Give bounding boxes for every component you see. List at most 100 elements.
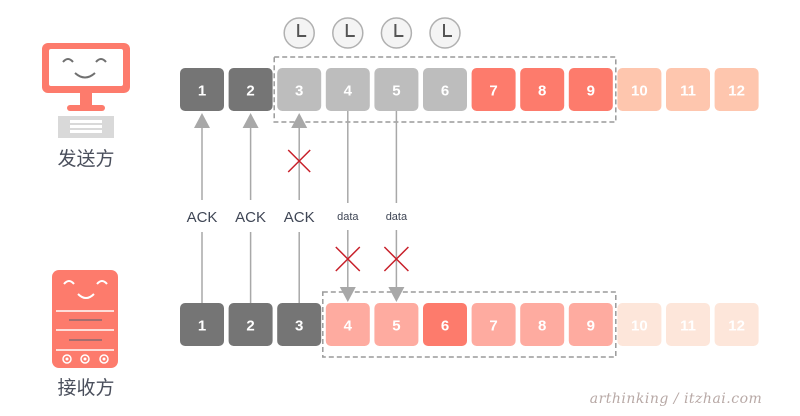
- clock-hands: [345, 24, 355, 37]
- monitor-smiley-icon: [42, 43, 130, 138]
- sender-packet-number: 4: [344, 83, 353, 100]
- sender-packet-box: [423, 68, 467, 111]
- sender-packet-box: [277, 68, 322, 111]
- watermark: arthinking / itzhai.com: [590, 391, 763, 407]
- receiver-label: 接收方: [57, 377, 114, 399]
- arrow-up-icon: [194, 113, 210, 128]
- sender-packet-9: 9: [568, 68, 613, 111]
- message-data-4: data: [335, 111, 361, 302]
- clock-icon: [429, 17, 461, 49]
- sender-packet-number: 1: [198, 83, 206, 100]
- receiver-packet-number: 10: [631, 318, 648, 335]
- sender-packet-number: 3: [295, 83, 303, 100]
- receiver-packet-box: [277, 303, 322, 346]
- message-ack-3: ACK: [284, 113, 315, 303]
- receiver-packet-8: 8: [520, 303, 565, 346]
- sender-packet-5: 5: [374, 68, 419, 111]
- clock-hands: [297, 24, 307, 37]
- receiver-packet-box: [568, 303, 613, 346]
- receiver-packet-11: 11: [666, 303, 710, 346]
- receiver-packet-6: 6: [423, 303, 467, 346]
- sender-packet-number: 8: [538, 83, 546, 100]
- receiver-packet-box: [471, 303, 516, 346]
- sender-packet-box: [568, 68, 613, 111]
- receiver-packet-2: 2: [228, 303, 273, 346]
- sender-packet-number: 6: [441, 83, 449, 100]
- sender-packet-box: [374, 68, 419, 111]
- receiver-packet-box: [180, 303, 224, 346]
- sender-packet-number: 5: [392, 83, 400, 100]
- sender-label: 发送方: [57, 148, 114, 170]
- receiver-packet-7: 7: [471, 303, 516, 346]
- receiver-packet-12: 12: [714, 303, 759, 346]
- receiver-packet-number: 4: [344, 318, 353, 335]
- sender-packet-number: 10: [631, 83, 648, 100]
- message-ack-2: ACK: [235, 113, 266, 303]
- sender-packet-6: 6: [423, 68, 467, 111]
- lost-x-icon: [383, 246, 409, 272]
- receiver-packet-box: [714, 303, 759, 346]
- sender-packet-10: 10: [617, 68, 662, 111]
- arrow-up-icon: [242, 113, 259, 128]
- ack-label: ACK: [284, 209, 315, 226]
- receiver-packet-4: 4: [325, 303, 370, 346]
- receiver-packet-number: 6: [441, 318, 449, 335]
- receiver-packet-box: [423, 303, 467, 346]
- receiver-packet-box: [666, 303, 710, 346]
- sender-packet-2: 2: [228, 68, 273, 111]
- arrow-down-icon: [388, 287, 405, 302]
- receiver-packet-number: 5: [392, 318, 400, 335]
- receiver-packet-number: 7: [489, 318, 497, 335]
- clock-icon: [283, 17, 315, 49]
- ack-label: ACK: [235, 209, 266, 226]
- receiver-packet-number: 3: [295, 318, 303, 335]
- sender-packet-box: [617, 68, 662, 111]
- sender-packet-box: [714, 68, 759, 111]
- lost-x-icon: [335, 246, 361, 272]
- receiver-packet-box: [617, 303, 662, 346]
- receiver-packet-number: 9: [587, 318, 595, 335]
- sender-packet-number: 12: [728, 83, 745, 100]
- receiver-window: [322, 291, 617, 358]
- clock-icon: [332, 17, 364, 49]
- sender-packet-8: 8: [520, 68, 565, 111]
- receiver-packet-box: [228, 303, 273, 346]
- receiver-packet-5: 5: [374, 303, 419, 346]
- receiver-packet-1: 1: [180, 303, 224, 346]
- clock-hands: [443, 24, 452, 37]
- ack-label: ACK: [187, 209, 218, 226]
- receiver-packet-3: 3: [277, 303, 322, 346]
- sender-packet-box: [471, 68, 516, 111]
- sender-packet-box: [520, 68, 565, 111]
- arrow-down-icon: [339, 287, 356, 302]
- sender-packet-box: [180, 68, 224, 111]
- receiver-packet-10: 10: [617, 303, 662, 346]
- receiver-packet-box: [374, 303, 419, 346]
- server-smiley-icon: [52, 270, 118, 368]
- lost-x-icon: [287, 149, 311, 173]
- sender-packet-box: [228, 68, 273, 111]
- receiver-packet-number: 1: [198, 318, 206, 335]
- receiver-packet-number: 2: [246, 318, 254, 335]
- clock-icon: [380, 17, 413, 49]
- data-label: data: [337, 211, 359, 223]
- receiver-packet-9: 9: [568, 303, 613, 346]
- clock-hands: [394, 24, 404, 37]
- message-data-5: data: [383, 111, 409, 302]
- sender-packet-4: 4: [325, 68, 370, 111]
- sender-packet-box: [666, 68, 710, 111]
- receiver-packet-number: 11: [680, 318, 696, 335]
- sender-packet-box: [325, 68, 370, 111]
- receiver-packet-number: 12: [728, 318, 745, 335]
- sender-packet-11: 11: [666, 68, 710, 111]
- sender-packet-3: 3: [277, 68, 322, 111]
- sender-packet-1: 1: [180, 68, 224, 111]
- sender-packet-number: 11: [680, 83, 696, 100]
- data-label: data: [386, 211, 408, 223]
- receiver-packet-box: [520, 303, 565, 346]
- sender-packet-7: 7: [471, 68, 516, 111]
- receiver-packet-number: 8: [538, 318, 546, 335]
- sender-packet-number: 7: [489, 83, 497, 100]
- sender-packet-number: 9: [587, 83, 595, 100]
